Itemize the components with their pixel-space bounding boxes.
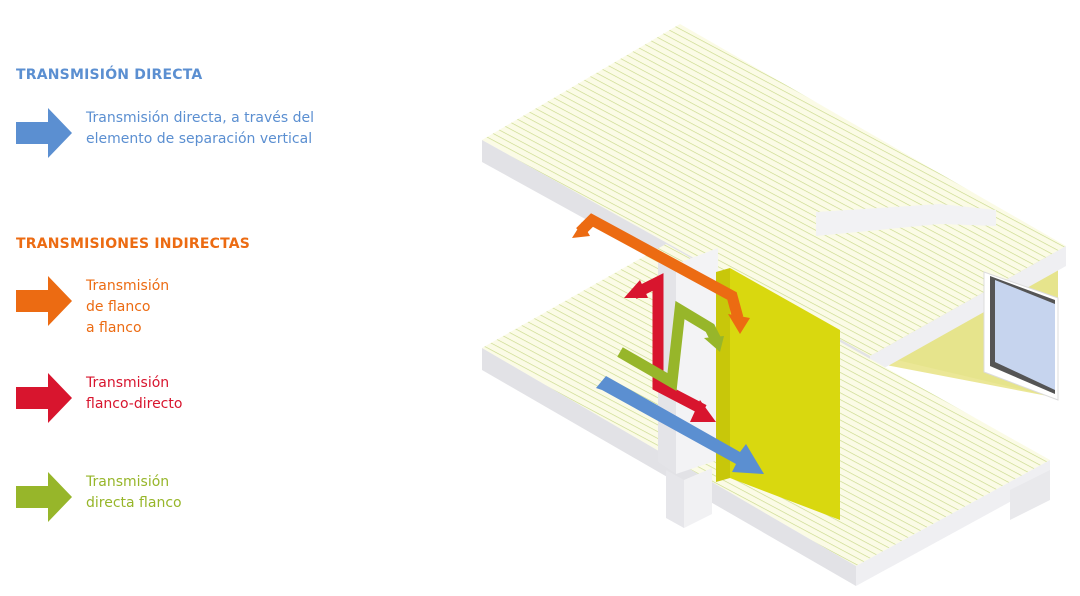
legend-item-direct: Transmisión directa, a través del elemen… [16,108,314,158]
legend-flank-to-flank-line-3: a flanco [86,320,142,336]
legend-flank-direct-line-1: Transmisión [86,375,170,391]
right-arrow-orange-icon [16,276,72,326]
direct-flank-transmission-arrow [617,300,724,391]
legend-direct-line-2: elemento de separación vertical [86,131,313,147]
legend-item-flank-to-flank: Transmisión de flanco a flanco [16,276,169,339]
legend-flank-to-flank-line-2: de flanco [86,299,151,315]
lower-support-wall [666,468,1050,528]
legend-direct-flank-line-2: directa flanco [86,495,182,511]
legend-item-flank-direct: Transmisión flanco-directo [16,373,182,423]
legend-item-direct-flank: Transmisión directa flanco [16,472,182,522]
right-arrow-red-icon [16,373,72,423]
legend-flank-to-flank-line-1: Transmisión [86,278,170,294]
flank-direct-transmission-arrow [624,273,716,422]
separating-wall [716,268,840,520]
window [983,271,1059,401]
flank-to-flank-transmission-arrow [572,213,750,334]
right-arrow-green-icon [16,472,72,522]
direct-transmission-arrow [596,376,764,474]
direct-transmission-heading: TRANSMISIÓN DIRECTA [16,67,203,83]
indirect-transmissions-heading: TRANSMISIONES INDIRECTAS [16,236,251,252]
legend-flank-direct-line-2: flanco-directo [86,396,183,412]
legend-direct-flank-line-1: Transmisión [86,474,170,490]
right-arrow-blue-icon [16,108,72,158]
legend-direct-line-1: Transmisión directa, a través del [86,110,314,126]
